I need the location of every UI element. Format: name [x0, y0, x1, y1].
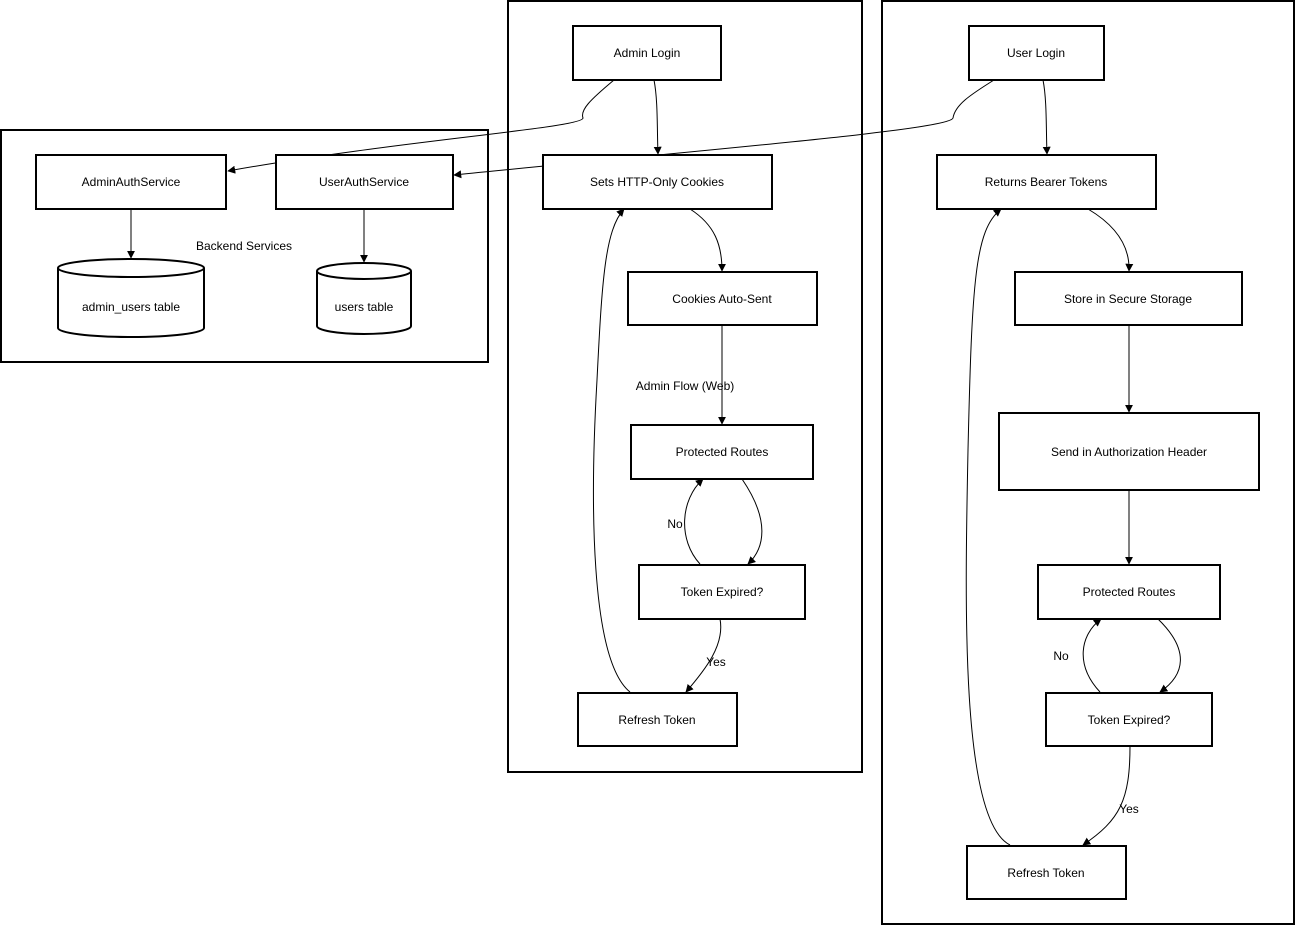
cookies-auto-sent-node	[627, 271, 818, 326]
send-auth-header-node	[998, 412, 1260, 491]
edge-user-protected-to-expired	[1157, 618, 1181, 693]
edge-user-expired-no	[1082, 618, 1102, 693]
admin-login-node	[572, 25, 722, 81]
returns-bearer-node	[936, 154, 1157, 210]
edge-admin-login-to-cookies	[653, 79, 662, 155]
admin-login-label: Admin Login	[614, 46, 681, 60]
returns-bearer-label: Returns Bearer Tokens	[985, 175, 1108, 189]
user-token-expired-node	[1045, 692, 1213, 747]
edge-user-expired-yes	[1082, 745, 1131, 846]
sets-cookies-node	[542, 154, 773, 210]
user-login-node	[968, 25, 1105, 81]
admin-protected-routes-node	[630, 424, 814, 480]
edge-label-admin-yes: Yes	[706, 655, 726, 669]
admin-flow-group	[507, 0, 863, 773]
cookies-auto-sent-label: Cookies Auto-Sent	[672, 292, 772, 306]
users-table-label: users table	[335, 300, 394, 314]
send-auth-header-label: Send in Authorization Header	[1051, 445, 1207, 459]
user-flow-group	[881, 0, 1295, 925]
edge-admin-protected-to-expired	[741, 478, 763, 565]
admin-auth-service-node	[35, 154, 227, 210]
admin-protected-routes-label: Protected Routes	[676, 445, 769, 459]
admin-token-expired-node	[638, 564, 806, 620]
edge-admin-expired-no	[684, 478, 704, 565]
edge-bearer-to-store	[1087, 208, 1134, 272]
edge-label-user-yes: Yes	[1119, 802, 1139, 816]
user-token-expired-label: Token Expired?	[1088, 713, 1171, 727]
user-auth-service-node	[275, 154, 454, 210]
admin-users-table-label: admin_users table	[82, 300, 180, 314]
user-protected-routes-node	[1037, 564, 1221, 620]
admin-refresh-token-label: Refresh Token	[618, 713, 695, 727]
store-secure-node	[1014, 271, 1243, 326]
admin-flow-label: Admin Flow (Web)	[636, 379, 734, 393]
admin-auth-service-label: AdminAuthService	[82, 175, 181, 189]
user-auth-service-label: UserAuthService	[319, 175, 409, 189]
sets-cookies-label: Sets HTTP-Only Cookies	[590, 175, 724, 189]
store-secure-label: Store in Secure Storage	[1064, 292, 1192, 306]
edge-cookies-to-auto-sent	[689, 208, 726, 272]
admin-refresh-token-node	[577, 692, 738, 747]
edge-label-user-no: No	[1053, 649, 1069, 663]
users-table-node	[316, 262, 412, 335]
edge-admin-login-to-admin-auth	[227, 79, 615, 174]
backend-services-group	[0, 129, 489, 363]
admin-users-table-node	[57, 258, 205, 338]
edge-label-admin-no: No	[667, 517, 683, 531]
user-protected-routes-label: Protected Routes	[1083, 585, 1176, 599]
user-refresh-token-label: Refresh Token	[1007, 866, 1084, 880]
edge-user-refresh-to-bearer	[965, 208, 1011, 846]
edge-admin-expired-yes	[685, 618, 722, 693]
user-login-label: User Login	[1007, 46, 1065, 60]
backend-services-label: Backend Services	[196, 239, 292, 253]
admin-token-expired-label: Token Expired?	[681, 585, 764, 599]
user-refresh-token-node	[966, 845, 1127, 900]
edge-admin-refresh-to-cookies	[593, 208, 631, 693]
edge-user-login-to-bearer	[1042, 79, 1051, 155]
